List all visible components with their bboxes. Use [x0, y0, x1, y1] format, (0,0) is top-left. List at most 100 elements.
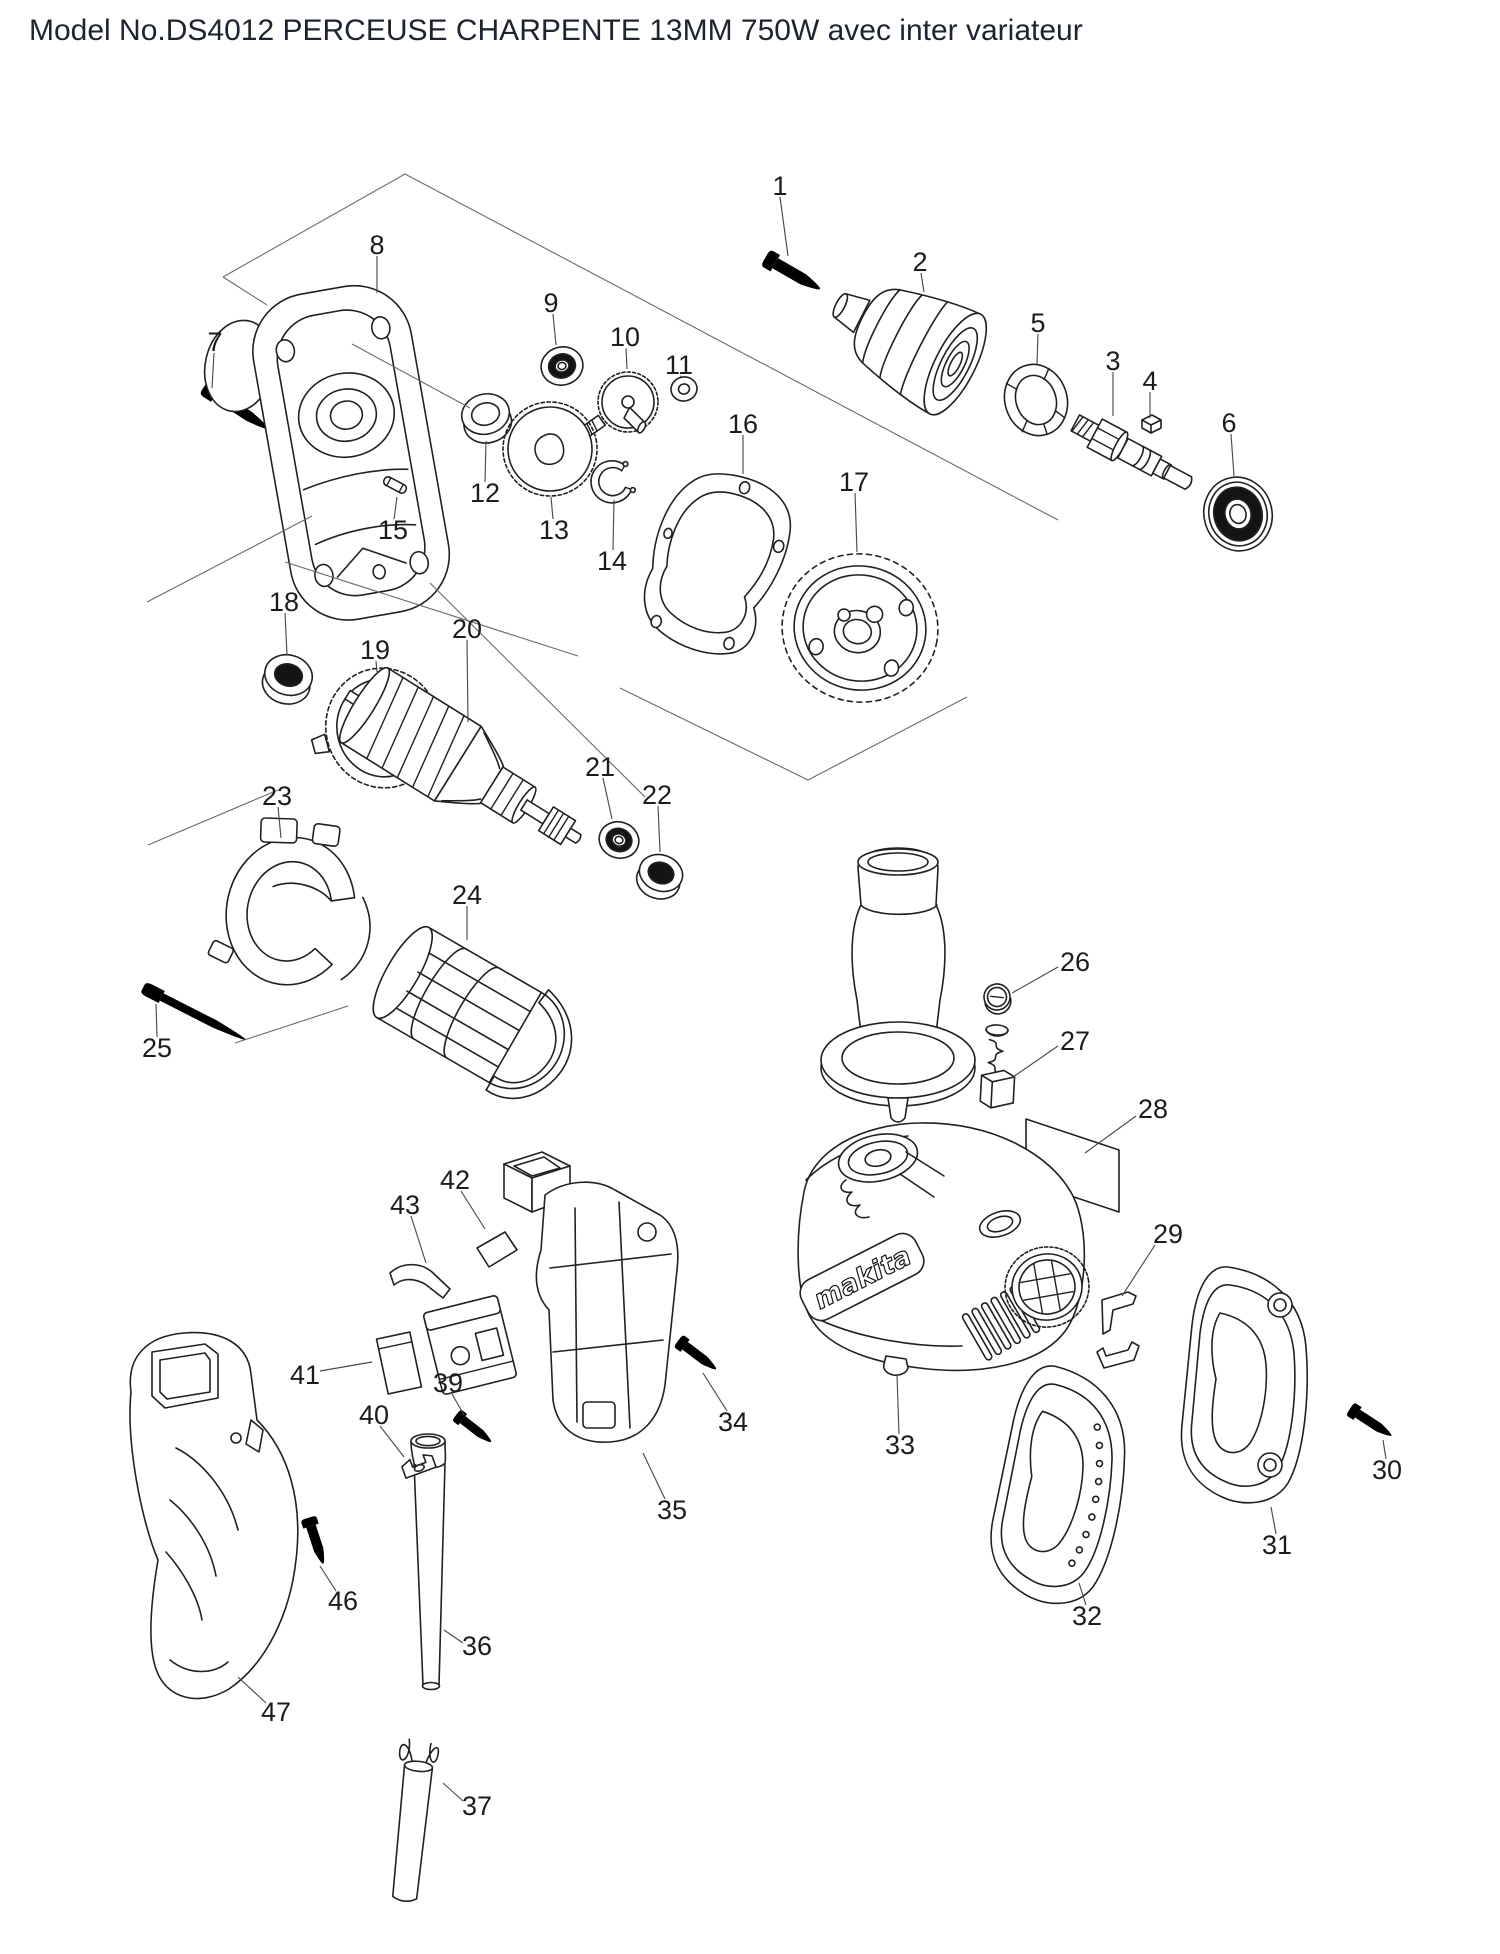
part-33-drawing: makita — [797, 1122, 1090, 1377]
part-leader-47 — [237, 1676, 267, 1704]
bracket-line-8 — [147, 789, 279, 846]
part-label-5: 5 — [1030, 308, 1045, 338]
part-17-drawing — [781, 553, 939, 703]
part-label-41: 41 — [290, 1360, 320, 1390]
part-12-drawing — [460, 393, 513, 444]
part-24-drawing — [372, 925, 573, 1100]
part-leader-28 — [1084, 1115, 1137, 1154]
part-label-2: 2 — [912, 247, 927, 277]
part-leader-6 — [1230, 433, 1235, 477]
part-label-43: 43 — [390, 1190, 420, 1220]
part-label-1: 1 — [772, 171, 787, 201]
part-leader-2 — [920, 272, 925, 293]
exploded-view-art: makita — [129, 249, 1396, 1902]
part-leader-37 — [442, 1782, 464, 1802]
part-label-29: 29 — [1153, 1219, 1183, 1249]
part-leader-23 — [277, 806, 282, 839]
part-leader-20 — [466, 639, 469, 723]
part-label-16: 16 — [728, 409, 758, 439]
part-14-drawing — [590, 460, 637, 504]
part-label-14: 14 — [597, 546, 627, 576]
part-3-drawing — [1070, 414, 1193, 490]
part-34-drawing — [673, 1334, 721, 1376]
bracket-line-7 — [619, 687, 968, 781]
part-4-drawing — [1141, 414, 1162, 434]
part-label-21: 21 — [585, 752, 615, 782]
part-leader-32 — [1078, 1582, 1087, 1606]
part-6-drawing — [1202, 476, 1274, 552]
part-label-46: 46 — [328, 1586, 358, 1616]
part-31-drawing — [1180, 1266, 1308, 1504]
part-label-31: 31 — [1262, 1530, 1292, 1560]
part-41-drawing — [375, 1331, 423, 1395]
part-label-22: 22 — [642, 780, 672, 810]
part-leader-12 — [484, 440, 487, 483]
part-22-drawing — [635, 853, 684, 900]
part-leader-11 — [679, 375, 684, 378]
part-leader-14 — [612, 499, 615, 551]
part-leader-1 — [779, 196, 789, 257]
part-leader-18 — [284, 612, 288, 656]
part-16-drawing — [643, 473, 792, 655]
part-label-34: 34 — [718, 1407, 748, 1437]
part-2-drawing — [832, 288, 988, 416]
part-leader-22 — [657, 805, 661, 853]
part-label-23: 23 — [262, 781, 292, 811]
part-21-drawing — [598, 820, 640, 860]
part-42-drawing — [476, 1231, 518, 1268]
part-leader-42 — [460, 1190, 486, 1230]
part-labels-layer: 1234567891011121314151617181920212223242… — [142, 171, 1402, 1821]
part-label-24: 24 — [452, 880, 482, 910]
part-label-35: 35 — [657, 1495, 687, 1525]
part-35-drawing — [503, 1151, 679, 1443]
part-label-13: 13 — [539, 515, 569, 545]
part-9-drawing — [540, 346, 584, 386]
part-leader-30 — [1382, 1439, 1387, 1460]
part-leader-7 — [211, 352, 215, 389]
page-title: Model No.DS4012 PERCEUSE CHARPENTE 13MM … — [29, 14, 1083, 47]
part-label-47: 47 — [261, 1697, 291, 1727]
side-handle-drawing — [820, 847, 976, 1149]
part-label-9: 9 — [543, 288, 558, 318]
part-leader-26 — [1011, 966, 1059, 994]
group-bracket-lines — [146, 173, 1059, 1044]
part-label-12: 12 — [470, 478, 500, 508]
part-label-39: 39 — [433, 1368, 463, 1398]
part-23-drawing — [207, 817, 371, 986]
part-label-40: 40 — [359, 1400, 389, 1430]
part-1-drawing — [760, 249, 825, 298]
part-39-drawing — [451, 1409, 496, 1448]
part-label-32: 32 — [1072, 1601, 1102, 1631]
part-11-drawing — [670, 376, 698, 402]
bracket-line-9 — [234, 1005, 349, 1044]
part-leader-35 — [642, 1452, 666, 1500]
part-13-drawing — [502, 401, 598, 497]
part-leader-43 — [410, 1215, 427, 1264]
part-leader-25 — [155, 1003, 158, 1038]
part-label-26: 26 — [1060, 947, 1090, 977]
part-label-11: 11 — [665, 350, 693, 380]
part-leader-19 — [375, 660, 378, 673]
part-27-drawing — [979, 1024, 1016, 1109]
part-15-drawing — [382, 476, 408, 494]
part-leader-41 — [319, 1361, 373, 1372]
part-32-drawing — [990, 1365, 1126, 1605]
part-8-drawing — [203, 284, 451, 621]
bracket-line-5 — [284, 561, 579, 657]
part-label-3: 3 — [1105, 346, 1120, 376]
part-label-20: 20 — [452, 614, 482, 644]
part-leader-27 — [1012, 1045, 1059, 1078]
part-label-28: 28 — [1138, 1094, 1168, 1124]
part-leader-15 — [393, 496, 398, 520]
part-label-25: 25 — [142, 1033, 172, 1063]
part-label-30: 30 — [1372, 1455, 1402, 1485]
part-leader-36 — [443, 1629, 464, 1644]
part-leader-10 — [625, 347, 628, 370]
part-18-drawing — [261, 653, 314, 705]
part-label-37: 37 — [462, 1791, 492, 1821]
part-label-18: 18 — [269, 587, 299, 617]
part-label-36: 36 — [462, 1631, 492, 1661]
part-leader-13 — [550, 496, 554, 520]
